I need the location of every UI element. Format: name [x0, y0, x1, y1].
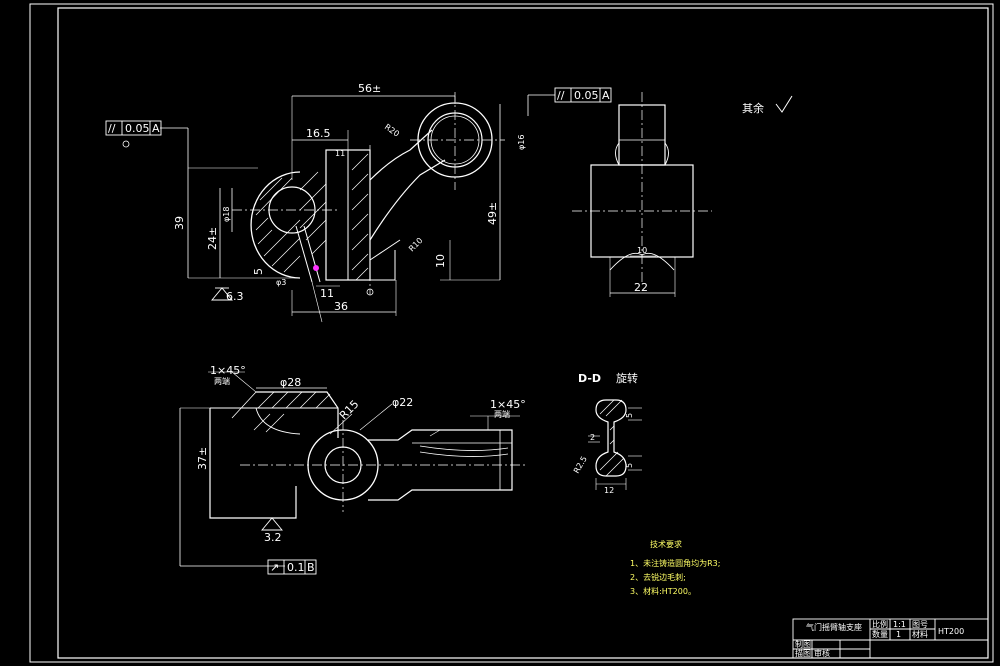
- section-dim-12: 12: [604, 486, 614, 495]
- tech-req-item-2: 2、去锐边毛刺;: [630, 572, 686, 582]
- dim-24: 24±: [206, 227, 219, 250]
- chamfer-right-sub: 两端: [494, 409, 510, 419]
- tol-bottom-datum: B: [307, 561, 315, 574]
- hatch-bottom: [253, 391, 331, 433]
- material-label: 材料: [912, 629, 928, 639]
- dim-r10: R10: [407, 236, 425, 254]
- side-dim-10: 10: [637, 246, 647, 255]
- section-title: D-D: [578, 372, 601, 385]
- checked-label: 描图: [795, 648, 811, 658]
- scale-label: 比例: [872, 619, 888, 629]
- tol-bottom-symbol: ↗: [270, 561, 279, 574]
- section-dim-5b: 5: [625, 463, 634, 468]
- dim-r20: R20: [383, 122, 401, 138]
- dim-10: 10: [434, 254, 447, 268]
- tol-left-value: 0.05: [125, 122, 150, 135]
- dim-56: 56±: [358, 82, 381, 95]
- chamfer-left-sub: 两端: [214, 376, 230, 386]
- material-value: HT200: [938, 627, 964, 636]
- dim-39: 39: [173, 216, 186, 230]
- tolerance-box-left: // 0.05 A: [105, 120, 162, 136]
- surface-finish-icon: [775, 95, 793, 113]
- tol-right-datum: A: [602, 89, 610, 102]
- hatch-center: [351, 153, 369, 281]
- side-view: [572, 92, 712, 297]
- section-profile: [588, 399, 642, 490]
- chamfer-right: 1×45°: [490, 398, 526, 411]
- hatch-left: [255, 171, 327, 273]
- tech-req-item-1: 1、未注铸造圆角均为R3;: [630, 558, 720, 568]
- dim-18: φ18: [222, 207, 231, 222]
- dim-6-3: 6.3: [226, 290, 244, 303]
- surface-note: 其余: [742, 101, 764, 115]
- review-label: 审核: [814, 648, 830, 658]
- tolerance-box-right: // 0.05 A: [554, 87, 612, 103]
- part-name: 气门摇臂轴支座: [806, 622, 862, 632]
- top-view: [179, 371, 525, 567]
- dim-49: 49±: [486, 202, 499, 225]
- tol-bottom-value: 0.1: [287, 561, 305, 574]
- inner-frame: [57, 7, 989, 659]
- tech-req-item-3: 3、材料:HT200。: [630, 586, 696, 596]
- dim-r15: R15: [337, 398, 361, 422]
- dim-22: φ22: [392, 396, 413, 409]
- dim-16: φ16: [517, 135, 526, 150]
- section-dim-2: 2: [590, 433, 595, 442]
- tech-req-title: 技术要求: [650, 539, 682, 549]
- drawn-label: 制图: [795, 639, 811, 649]
- dim-3: φ3: [276, 278, 286, 287]
- tolerance-box-bottom: ↗ 0.1 B: [267, 559, 317, 575]
- tol-left-datum: A: [152, 122, 160, 135]
- tol-left-symbol: //: [108, 122, 116, 135]
- dim-37: 37±: [196, 447, 209, 470]
- tol-right-symbol: //: [557, 89, 565, 102]
- title-block: [792, 618, 989, 659]
- accent-marker: [313, 265, 319, 271]
- dim-11b: 11: [320, 287, 334, 300]
- dim-11a: 11: [335, 149, 345, 158]
- qty-label: 数量: [872, 629, 888, 639]
- dim-36: 36: [334, 300, 348, 313]
- side-dim-22: 22: [634, 281, 648, 294]
- dim-28: φ28: [280, 376, 301, 389]
- outer-frame: [29, 3, 994, 663]
- hatch-section: [599, 399, 625, 477]
- section-dim-5a: 5: [625, 413, 634, 418]
- dim-16-5: 16.5: [306, 127, 331, 140]
- dim-3-2: 3.2: [264, 531, 282, 544]
- dim-5: 5: [252, 268, 265, 275]
- qty-value: 1: [896, 630, 901, 639]
- chamfer-left: 1×45°: [210, 364, 246, 377]
- section-dim-r2: R2.5: [572, 455, 589, 475]
- section-rotate: 旋转: [616, 371, 638, 385]
- drawing-no-label: 图号: [912, 620, 928, 629]
- scale-value: 1:1: [893, 620, 906, 629]
- front-view: [122, 92, 555, 323]
- tol-right-value: 0.05: [574, 89, 599, 102]
